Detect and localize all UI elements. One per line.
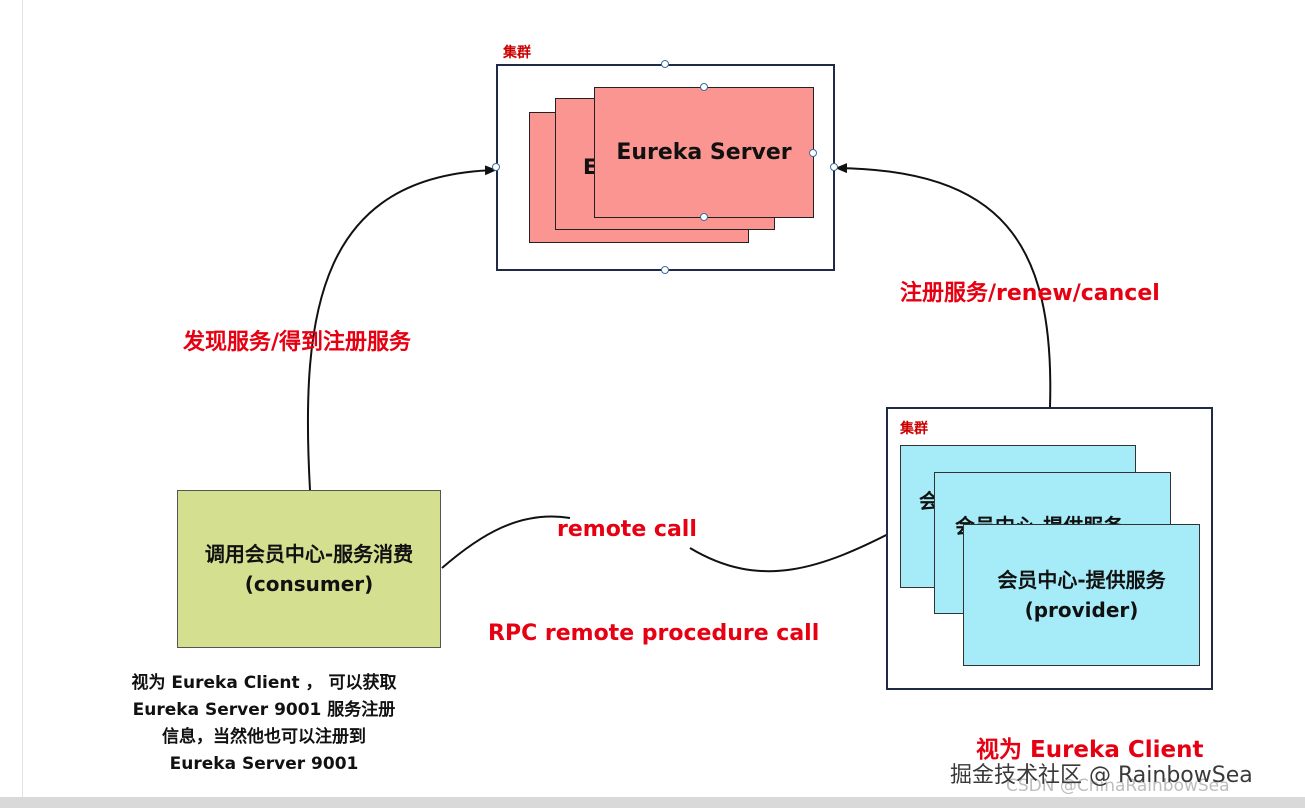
provider-note: 视为 Eureka Client [976, 737, 1204, 763]
server-card-front[interactable]: Eureka Server [594, 87, 814, 218]
consumer-line-2: (consumer) [244, 572, 374, 596]
provider-line-1: 会员中心-提供服务 [997, 568, 1166, 592]
bottom-scroll-bar [0, 797, 1305, 808]
register-label: 注册服务/renew/cancel [900, 281, 1160, 306]
remote-call-arrow [441, 515, 900, 573]
server-card-back-text: E [583, 155, 598, 179]
consumer-line-1: 调用会员中心-服务消费 [204, 542, 414, 566]
register-arrow [835, 163, 1052, 408]
csdn-watermark: CSDN @ChinaRainbowSea [1006, 776, 1230, 796]
server-cluster-label: 集群 [503, 45, 531, 61]
remote-call-label: remote call [557, 517, 697, 542]
consumer-note-line: Eureka Server 9001 服务注册 [132, 700, 396, 720]
selection-handle[interactable] [661, 266, 669, 274]
provider-cluster-label: 集群 [900, 421, 928, 437]
consumer-note-line: 信息，当然他也可以注册到 [162, 727, 366, 747]
server-name: Eureka Server [616, 139, 792, 165]
left-margin-rule [22, 0, 23, 808]
selection-handle[interactable] [809, 149, 817, 157]
watermark: 掘金技术社区 @ RainbowSea [950, 763, 1253, 788]
consumer-note: 视为 Eureka Client ， 可以获取 Eureka Server 90… [104, 670, 424, 778]
selection-handle[interactable] [661, 60, 669, 68]
selection-handle[interactable] [700, 213, 708, 221]
consumer-note-line: 视为 Eureka Client ， 可以获取 [131, 673, 397, 693]
discover-label: 发现服务/得到注册服务 [183, 330, 412, 355]
provider-line-2: (provider) [1024, 598, 1139, 622]
provider-card-front[interactable]: 会员中心-提供服务 (provider) [963, 524, 1200, 666]
discover-arrow [306, 165, 497, 491]
consumer-note-line: Eureka Server 9001 [169, 754, 359, 774]
consumer-box[interactable]: 调用会员中心-服务消费 (consumer) [177, 490, 441, 648]
selection-handle[interactable] [830, 163, 838, 171]
selection-handle[interactable] [700, 83, 708, 91]
rpc-label: RPC remote procedure call [488, 621, 820, 646]
selection-handle[interactable] [492, 163, 500, 171]
